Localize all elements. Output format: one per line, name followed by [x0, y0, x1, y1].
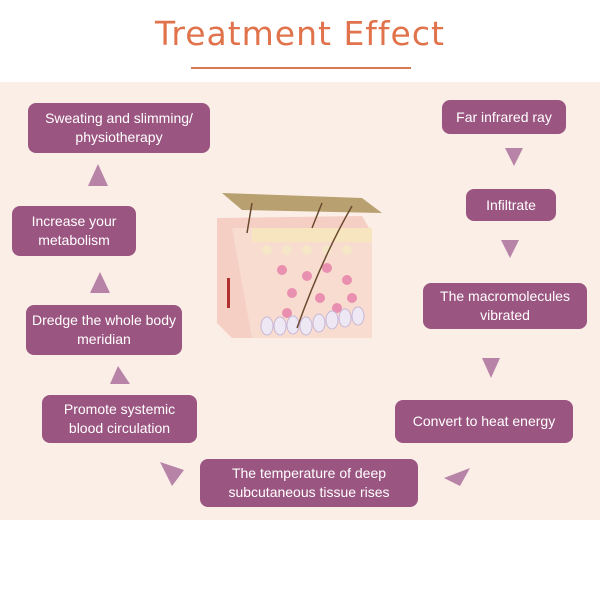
- step-far-infrared-ray: Far infrared ray: [442, 100, 566, 134]
- arrow-down-icon: [501, 240, 519, 258]
- arrow-up-icon: [110, 366, 130, 384]
- arrow-down-icon: [482, 358, 500, 378]
- step-sweating-slimming: Sweating and slimming/ physiotherapy: [28, 103, 210, 153]
- step-infiltrate: Infiltrate: [466, 189, 556, 221]
- step-dredge-meridian: Dredge the whole body meridian: [26, 305, 182, 355]
- arrow-up-icon: [90, 272, 110, 293]
- skin-cross-section-illustration: [217, 193, 382, 338]
- arrow-up-icon: [88, 164, 108, 186]
- step-convert-heat: Convert to heat energy: [395, 400, 573, 443]
- step-temperature-rises: The temperature of deep subcutaneous tis…: [200, 459, 418, 507]
- step-increase-metabolism: Increase your metabolism: [12, 206, 136, 256]
- arrow-left-up-icon: [160, 462, 184, 486]
- arrow-down-icon: [505, 148, 523, 166]
- arrow-left-icon: [444, 468, 470, 486]
- page-title: Treatment Effect: [155, 14, 445, 53]
- step-macromolecules-vibrated: The macromolecules vibrated: [423, 283, 587, 329]
- step-blood-circulation: Promote systemic blood circulation: [42, 395, 197, 443]
- title-underline: [191, 67, 411, 69]
